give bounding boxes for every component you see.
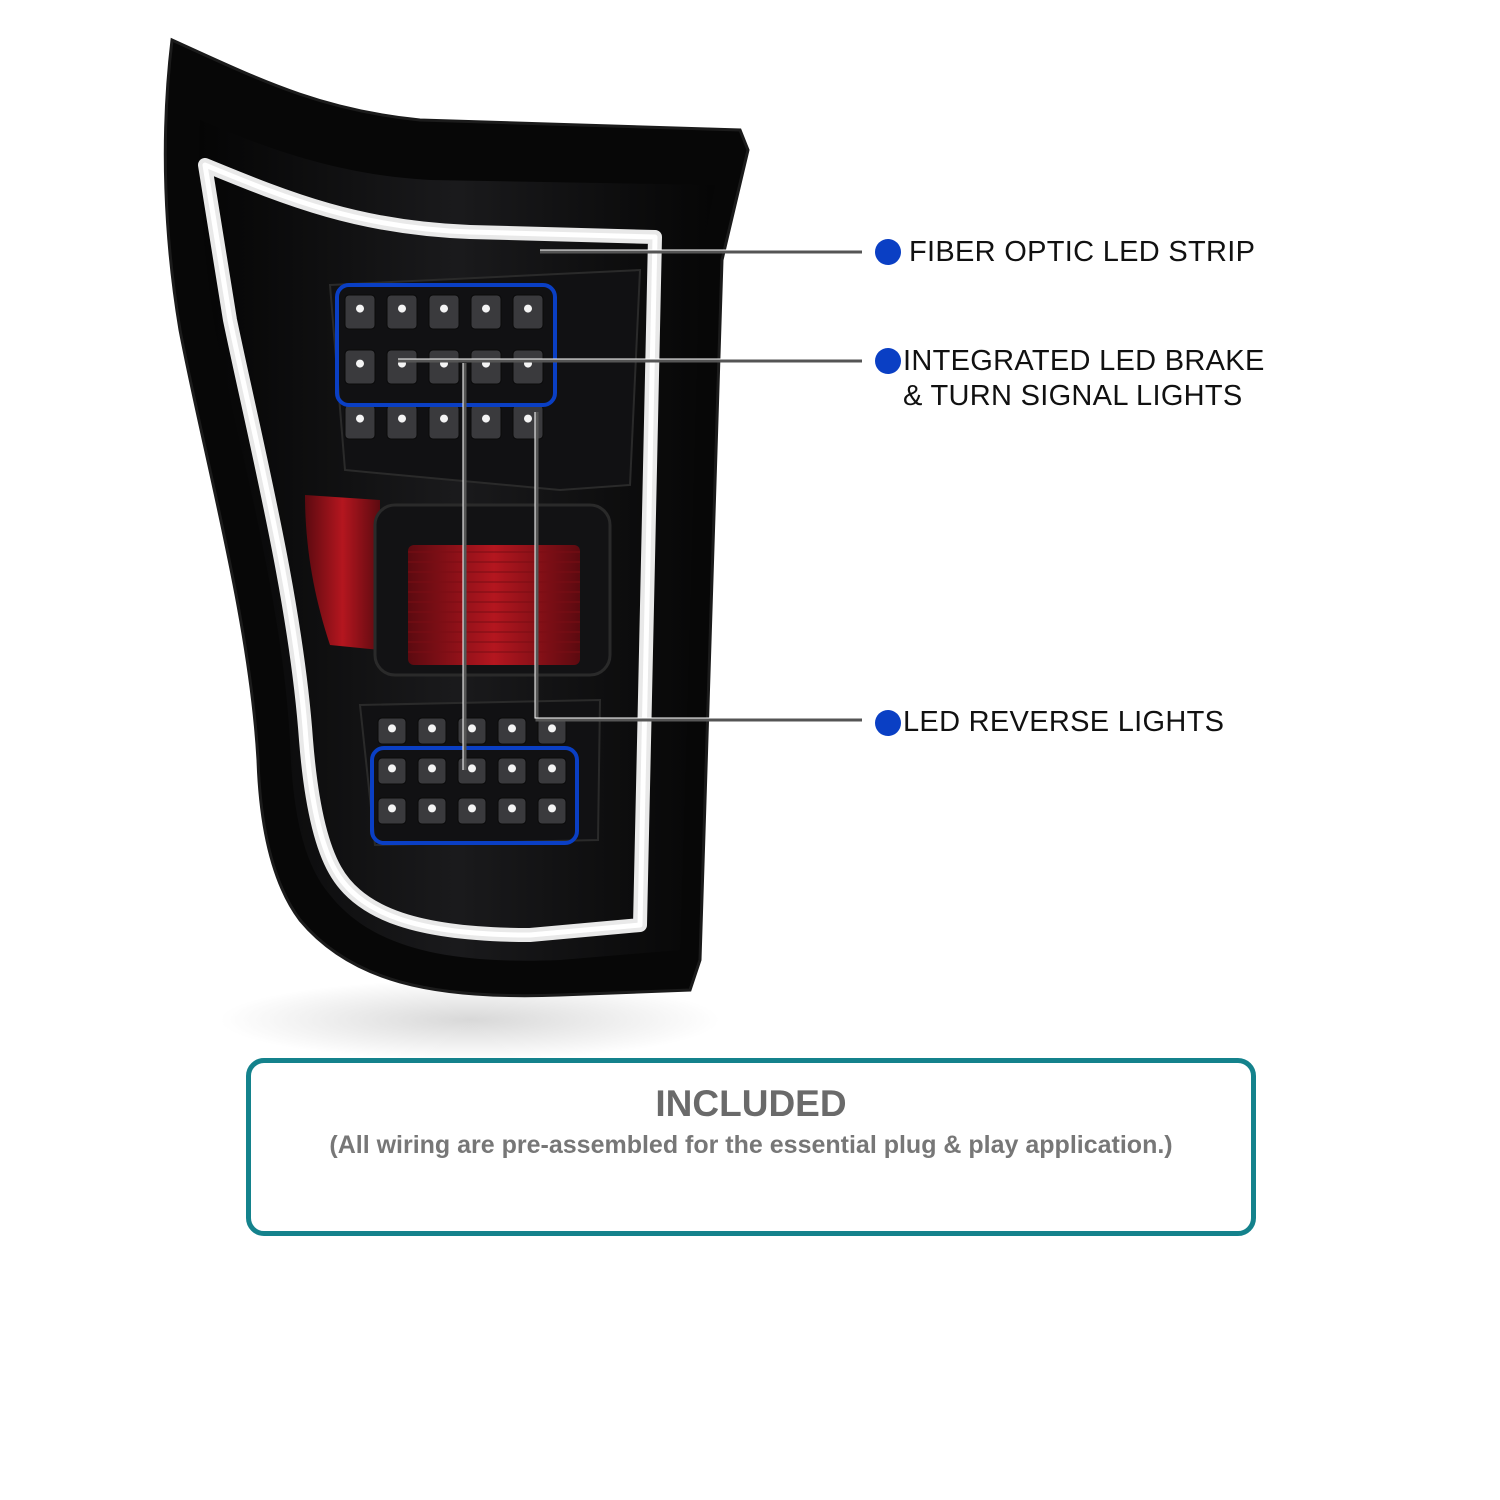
fiber-strip-highlight — [202, 162, 658, 938]
led-chip — [356, 359, 364, 368]
led-chip — [440, 414, 448, 423]
led-chip — [482, 304, 490, 313]
red-lens-texture — [408, 551, 580, 653]
led-chip — [398, 304, 406, 313]
reverse-highlight-box — [370, 746, 579, 845]
led-chip — [508, 724, 516, 733]
led-chip — [428, 804, 436, 813]
led-chip — [508, 764, 516, 773]
led-chip — [548, 804, 556, 813]
red-lens — [408, 545, 580, 665]
led-chip — [508, 804, 516, 813]
included-subtitle: (All wiring are pre-assembled for the es… — [329, 1131, 1173, 1159]
reverse-bullet-dot — [875, 710, 901, 736]
fiber-optic-label: FIBER OPTIC LED STRIP — [909, 236, 1256, 268]
led-chip — [428, 764, 436, 773]
led-chip — [356, 414, 364, 423]
reverse-leader-line — [535, 412, 862, 722]
led-chip — [482, 414, 490, 423]
red-reflector-left — [305, 495, 380, 650]
led-chip — [388, 764, 396, 773]
led-chip — [468, 724, 476, 733]
led-chip — [388, 804, 396, 813]
led-chip — [468, 764, 476, 773]
brake-highlight-box — [335, 283, 557, 407]
brake-turn-label-line2: & TURN SIGNAL LIGHTS — [903, 380, 1243, 412]
floor-shadow — [220, 980, 720, 1060]
reverse-lights-label: LED REVERSE LIGHTS — [903, 706, 1225, 738]
fiber-bullet-dot — [875, 239, 901, 265]
led-chip — [388, 724, 396, 733]
included-box: INCLUDED (All wiring are pre-assembled f… — [246, 1058, 1256, 1236]
led-chip — [356, 304, 364, 313]
leader-lines — [398, 250, 862, 770]
included-title: INCLUDED — [655, 1083, 847, 1124]
led-chip — [524, 304, 532, 313]
lower-led-array — [377, 717, 567, 825]
led-chip — [524, 414, 532, 423]
brake-turn-label: INTEGRATED LED BRAKE & TURN SIGNAL LIGHT… — [903, 344, 1265, 414]
led-chip — [440, 304, 448, 313]
led-chip — [548, 764, 556, 773]
upper-led-array — [344, 294, 544, 440]
led-chip — [428, 724, 436, 733]
brake-turn-label-line1: INTEGRATED LED BRAKE — [903, 345, 1265, 377]
brake-bullet-dot — [875, 348, 901, 374]
led-chip — [548, 724, 556, 733]
led-chip — [468, 804, 476, 813]
led-chip — [398, 414, 406, 423]
